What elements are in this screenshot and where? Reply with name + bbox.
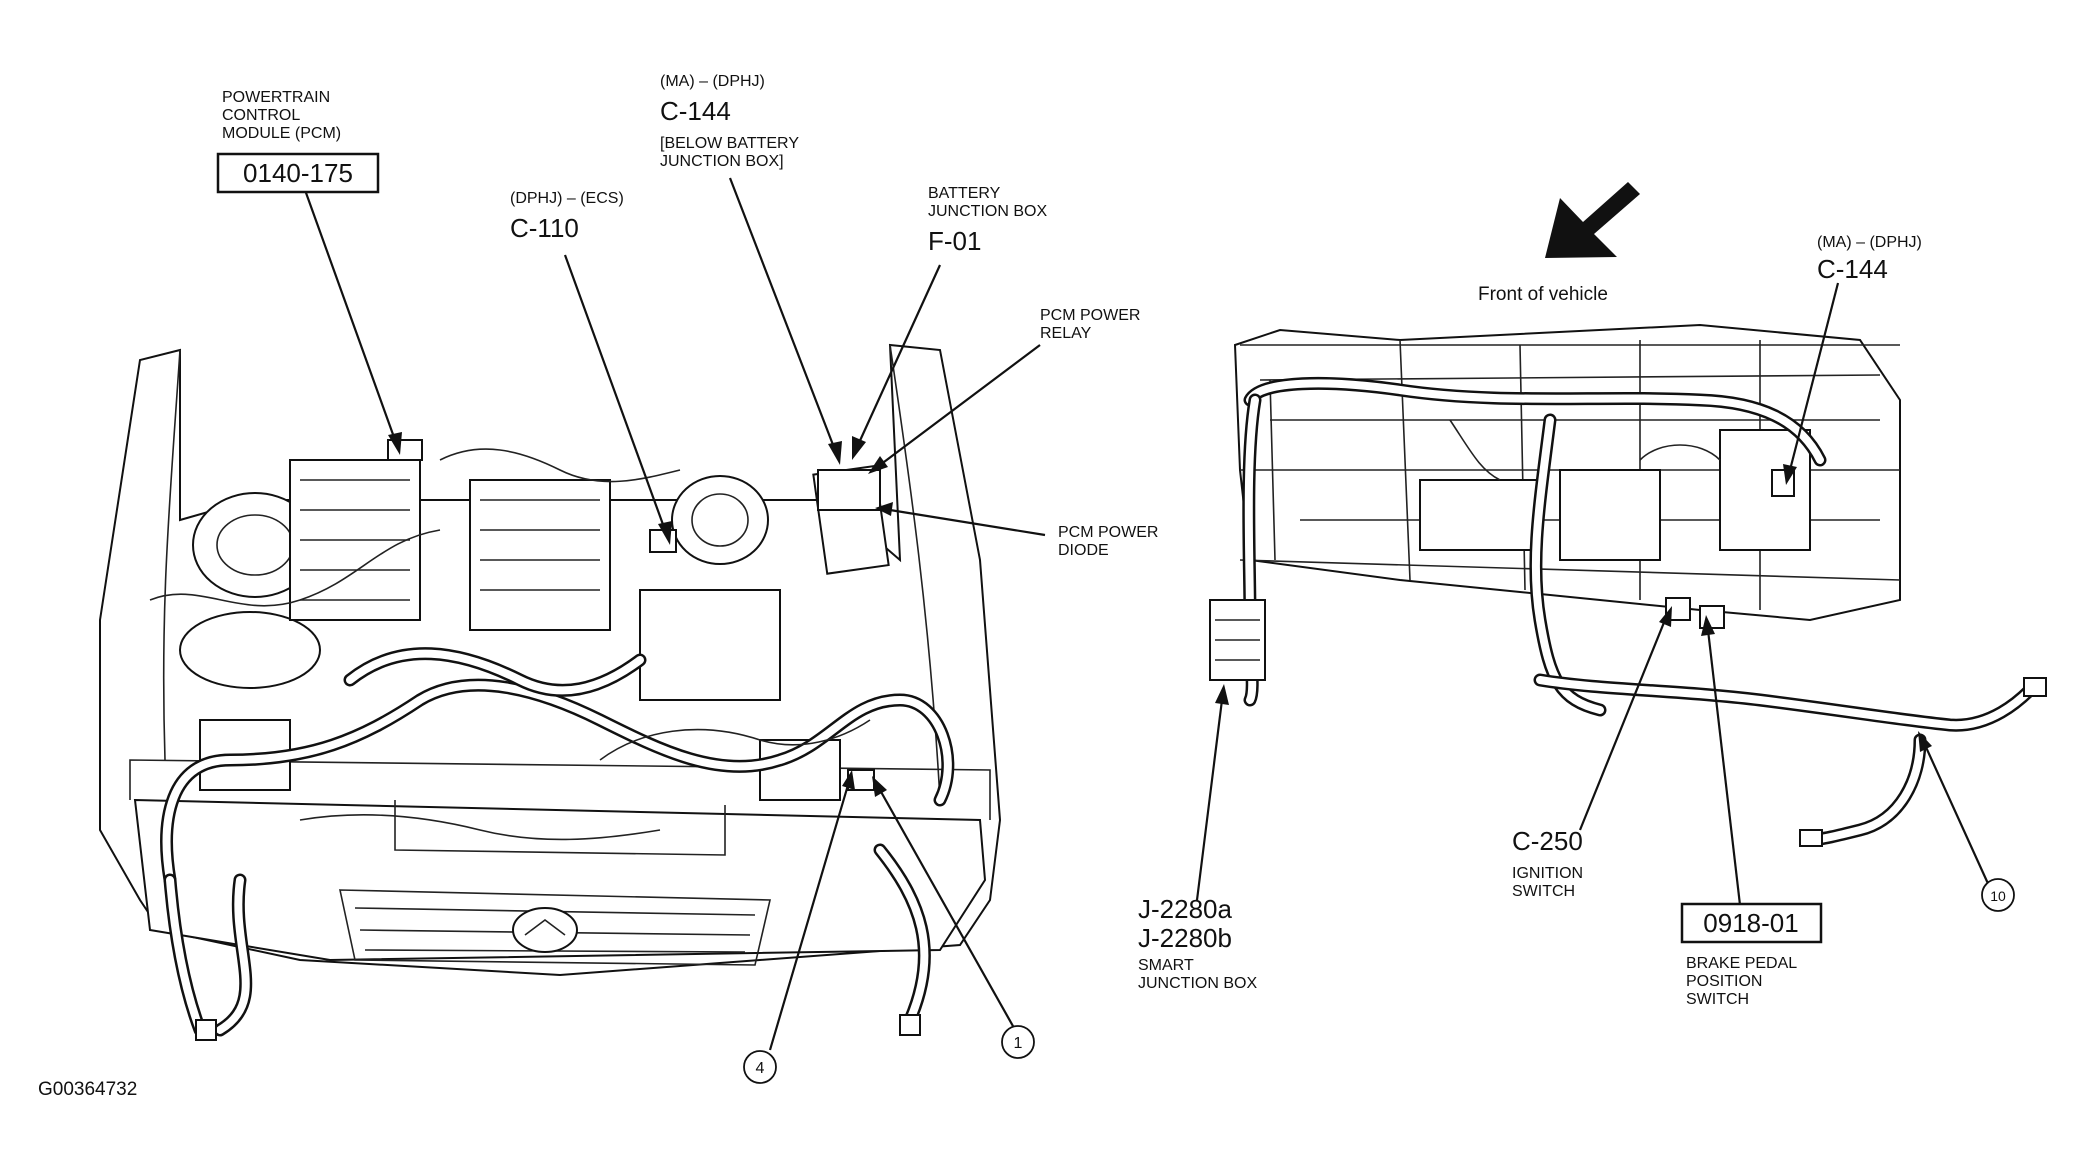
brake-line3: SWITCH — [1686, 991, 1749, 1008]
engine-compartment-illustration — [99, 343, 1002, 1041]
pcm-relay-line2: RELAY — [1040, 325, 1092, 342]
smart-junction-box-label: J-2280a J-2280b SMART JUNCTION BOX — [1138, 894, 1257, 992]
figure-id: G00364732 — [38, 1079, 137, 1100]
callout-1-number: 1 — [1014, 1035, 1023, 1052]
instrument-panel-illustration — [1209, 323, 2047, 847]
callout-10: 10 — [1981, 878, 2015, 912]
pcm-label: POWERTRAIN CONTROL MODULE (PCM) 0140-175 — [216, 89, 380, 194]
pcm-label-line2: CONTROL — [222, 107, 300, 124]
callout-1: 1 — [1001, 1025, 1035, 1059]
c110-name: C-110 — [510, 213, 579, 243]
c144-top-label: (MA) – (DPHJ) C-144 [BELOW BATTERY JUNCT… — [660, 73, 799, 170]
c144-right-name: C-144 — [1817, 254, 1888, 284]
brake-pedal-switch-label: 0918-01 BRAKE PEDAL POSITION SWITCH — [1680, 902, 1823, 1008]
pcm-power-diode-label: PCM POWER DIODE — [1058, 524, 1158, 559]
c144-right-code: (MA) – (DPHJ) — [1817, 234, 1922, 251]
brake-line1: BRAKE PEDAL — [1686, 955, 1797, 972]
leader-lines — [303, 177, 1992, 1051]
front-of-vehicle-label: Front of vehicle — [1478, 284, 1608, 305]
pcm-label-line3: MODULE (PCM) — [222, 125, 341, 142]
pcm-diode-line2: DIODE — [1058, 542, 1109, 559]
brake-box-code: 0918-01 — [1703, 908, 1798, 938]
brake-box-frame — [1680, 902, 1823, 944]
pcm-diode-line1: PCM POWER — [1058, 524, 1158, 541]
brake-line2: POSITION — [1686, 973, 1762, 990]
c110-code: (DPHJ) – (ECS) — [510, 190, 624, 207]
battery-jb-line1: BATTERY — [928, 185, 1001, 202]
callout-10-number: 10 — [1990, 888, 2006, 904]
sjb-name2: J-2280b — [1138, 923, 1232, 953]
front-direction-arrow-icon — [1545, 182, 1640, 258]
pcm-relay-line1: PCM POWER — [1040, 307, 1140, 324]
c110-label: (DPHJ) – (ECS) C-110 — [510, 190, 624, 243]
c144-top-note1: [BELOW BATTERY — [660, 135, 799, 152]
battery-jb-line2: JUNCTION BOX — [928, 203, 1047, 220]
pcm-label-line1: POWERTRAIN — [222, 89, 330, 106]
c144-top-code: (MA) – (DPHJ) — [660, 73, 765, 90]
c144-top-note2: JUNCTION BOX] — [660, 153, 784, 170]
battery-junction-box-label: BATTERY JUNCTION BOX F-01 — [928, 185, 1047, 256]
c250-name: C-250 — [1512, 826, 1583, 856]
pcm-power-relay-label: PCM POWER RELAY — [1040, 307, 1140, 342]
sjb-line2: JUNCTION BOX — [1138, 975, 1257, 992]
sjb-line1: SMART — [1138, 957, 1194, 974]
sjb-name1: J-2280a — [1138, 894, 1232, 924]
pcm-box-frame — [216, 152, 380, 194]
c144-right-label: (MA) – (DPHJ) C-144 — [1817, 234, 1922, 284]
c250-label: C-250 IGNITION SWITCH — [1512, 826, 1583, 900]
callout-4: 4 — [743, 1050, 777, 1084]
c144-top-name: C-144 — [660, 96, 731, 126]
c250-line1: IGNITION — [1512, 865, 1583, 882]
callout-4-number: 4 — [756, 1060, 765, 1077]
battery-jb-name: F-01 — [928, 226, 981, 256]
pcm-box-code: 0140-175 — [243, 158, 353, 188]
c250-line2: SWITCH — [1512, 883, 1575, 900]
